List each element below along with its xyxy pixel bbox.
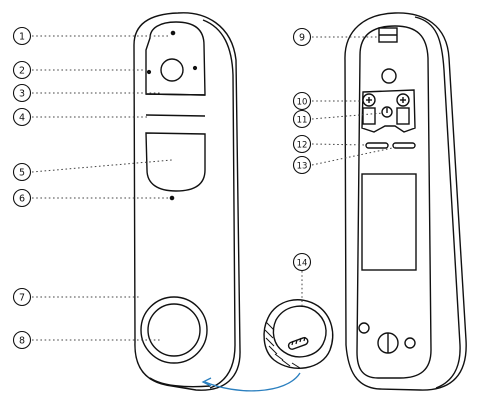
front-sensor-dot bbox=[170, 30, 176, 36]
callout-circle-6 bbox=[12, 188, 32, 208]
callout-9: 9 bbox=[299, 33, 305, 44]
front-divider-top bbox=[145, 93, 206, 96]
reset-button bbox=[381, 106, 393, 118]
usb-port-pins bbox=[291, 336, 306, 346]
callout-circle-13 bbox=[292, 155, 312, 175]
back-top-hole bbox=[381, 68, 397, 84]
back-slot-right bbox=[392, 142, 416, 149]
callout-circle-12 bbox=[292, 134, 312, 154]
callout-circle-11 bbox=[292, 109, 312, 129]
callout-7: 7 bbox=[19, 293, 25, 304]
callout-circle-10 bbox=[292, 91, 312, 111]
right-terminal-screw bbox=[396, 93, 410, 125]
front-face-lower bbox=[145, 132, 206, 192]
callout-circle-2 bbox=[12, 60, 32, 80]
callout-circle-3 bbox=[12, 83, 32, 103]
callout-10: 10 bbox=[297, 98, 308, 108]
front-mic-dot bbox=[169, 195, 175, 201]
callout-circle-5 bbox=[12, 162, 32, 182]
camera-lens bbox=[160, 58, 184, 82]
front-bottom-edge bbox=[149, 377, 211, 388]
callout-3: 3 bbox=[19, 89, 25, 100]
callout-circle-7 bbox=[12, 287, 32, 307]
back-slot-left bbox=[365, 142, 389, 149]
callout-13: 13 bbox=[297, 162, 308, 172]
callout-2: 2 bbox=[19, 66, 25, 77]
callout-labels: 1 2 3 4 5 6 7 8 9 10 11 12 13 14 bbox=[19, 32, 307, 347]
callout-circle-4 bbox=[12, 107, 32, 127]
doorbell-button bbox=[147, 303, 201, 357]
doorbell-button-ring bbox=[140, 296, 208, 364]
back-doorbell bbox=[344, 12, 467, 391]
label-plate bbox=[361, 173, 417, 271]
callout-12: 12 bbox=[297, 141, 308, 151]
callout-4: 4 bbox=[19, 113, 25, 124]
front-left-dot bbox=[146, 69, 152, 75]
callouts bbox=[12, 26, 312, 350]
callout-circle-8 bbox=[12, 330, 32, 350]
callout-11: 11 bbox=[297, 116, 308, 126]
front-face-upper bbox=[145, 21, 206, 96]
front-side-depth bbox=[202, 19, 236, 389]
left-terminal-screw bbox=[362, 93, 376, 125]
front-doorbell bbox=[133, 12, 241, 391]
callout-14: 14 bbox=[297, 259, 308, 269]
callout-8: 8 bbox=[19, 336, 25, 347]
callout-circle-9 bbox=[292, 27, 312, 47]
front-right-dot bbox=[192, 65, 198, 71]
bottom-hole-left bbox=[358, 322, 370, 334]
arrow-head bbox=[201, 377, 212, 387]
detail-outer bbox=[263, 299, 334, 369]
curved-arrow bbox=[201, 372, 301, 392]
charging-port-detail bbox=[263, 299, 334, 369]
callout-5: 5 bbox=[19, 168, 25, 179]
callout-circle-1 bbox=[12, 26, 32, 46]
detail-inner bbox=[272, 305, 327, 358]
bottom-hole-right bbox=[404, 337, 416, 349]
callout-1: 1 bbox=[19, 32, 25, 43]
callout-circle-14 bbox=[292, 252, 312, 272]
back-body-outline bbox=[344, 12, 467, 391]
leader-lines bbox=[31, 35, 398, 341]
back-side-depth bbox=[414, 16, 461, 389]
terminal-block bbox=[361, 89, 416, 133]
usb-port bbox=[287, 337, 309, 350]
front-body-outline bbox=[133, 12, 241, 391]
front-divider-bottom bbox=[145, 114, 206, 117]
detail-hatching bbox=[264, 321, 301, 369]
callout-6: 6 bbox=[19, 194, 25, 205]
